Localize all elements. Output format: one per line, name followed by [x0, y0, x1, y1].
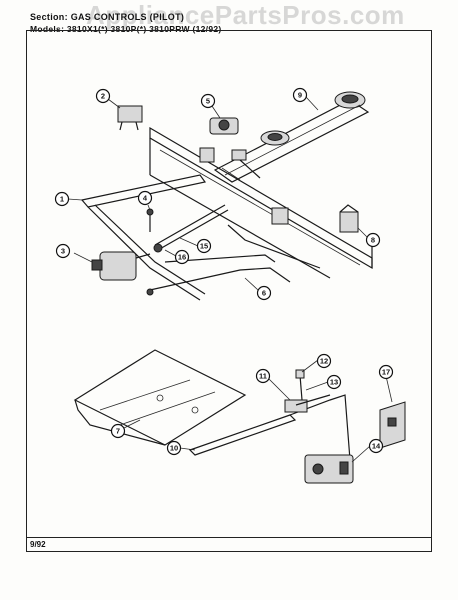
- callout-15: 15: [196, 238, 212, 254]
- manifold-pipe: [80, 174, 207, 301]
- callout-5: 5: [200, 93, 216, 109]
- svg-text:8: 8: [371, 236, 375, 245]
- svg-text:1: 1: [60, 195, 64, 204]
- svg-text:3: 3: [61, 247, 65, 256]
- thermostat-capillary: [188, 394, 351, 461]
- svg-text:13: 13: [330, 378, 338, 387]
- svg-text:4: 4: [143, 194, 148, 203]
- ignition-switch: [117, 105, 143, 131]
- callout-6: 6: [256, 285, 272, 301]
- svg-text:10: 10: [170, 444, 178, 453]
- mounting-bracket: [339, 204, 359, 233]
- watermark: AppliancePartsPros.com: [86, 0, 405, 30]
- gas-tubing: [146, 204, 321, 296]
- callout-17: 17: [378, 364, 394, 380]
- thermostat-bracket: [379, 401, 406, 449]
- callout-10: 10: [166, 440, 182, 456]
- diagram-frame: [26, 30, 432, 552]
- footer-date: 9/92: [30, 540, 46, 549]
- svg-text:17: 17: [382, 368, 390, 377]
- svg-text:11: 11: [259, 372, 267, 381]
- svg-text:9: 9: [298, 91, 302, 100]
- svg-text:7: 7: [116, 427, 120, 436]
- callout-16: 16: [174, 249, 190, 265]
- thermostat: [304, 454, 354, 484]
- svg-text:16: 16: [178, 253, 186, 262]
- footer-divider: [26, 537, 432, 538]
- orifice: [146, 208, 154, 232]
- callout-12: 12: [316, 353, 332, 369]
- leader-lines: [67, 96, 393, 463]
- heat-shield: [73, 349, 247, 446]
- callout-4: 4: [137, 190, 153, 206]
- pilot-fitting: [209, 117, 239, 135]
- callout-9: 9: [292, 87, 308, 103]
- pilot-assembly: [284, 369, 331, 413]
- burner-assembly: [213, 91, 370, 183]
- callout-8: 8: [365, 232, 381, 248]
- callout-13: 13: [326, 374, 342, 390]
- callout-7: 7: [110, 423, 126, 439]
- callout-2: 2: [95, 88, 111, 104]
- svg-text:15: 15: [200, 242, 208, 251]
- callout-3: 3: [55, 243, 71, 259]
- svg-text:12: 12: [320, 357, 328, 366]
- section-title: Section: GAS CONTROLS (PILOT): [30, 12, 185, 22]
- models-line: Models: 3810X1(*) 3810P(*) 3810PRW (12/9…: [30, 24, 222, 34]
- callout-11: 11: [255, 368, 271, 384]
- svg-text:5: 5: [206, 97, 210, 106]
- callout-14: 14: [368, 438, 384, 454]
- gas-valve: [91, 251, 151, 281]
- svg-text:6: 6: [262, 289, 266, 298]
- svg-text:14: 14: [372, 442, 381, 451]
- svg-text:2: 2: [101, 92, 105, 101]
- callout-1: 1: [54, 191, 70, 207]
